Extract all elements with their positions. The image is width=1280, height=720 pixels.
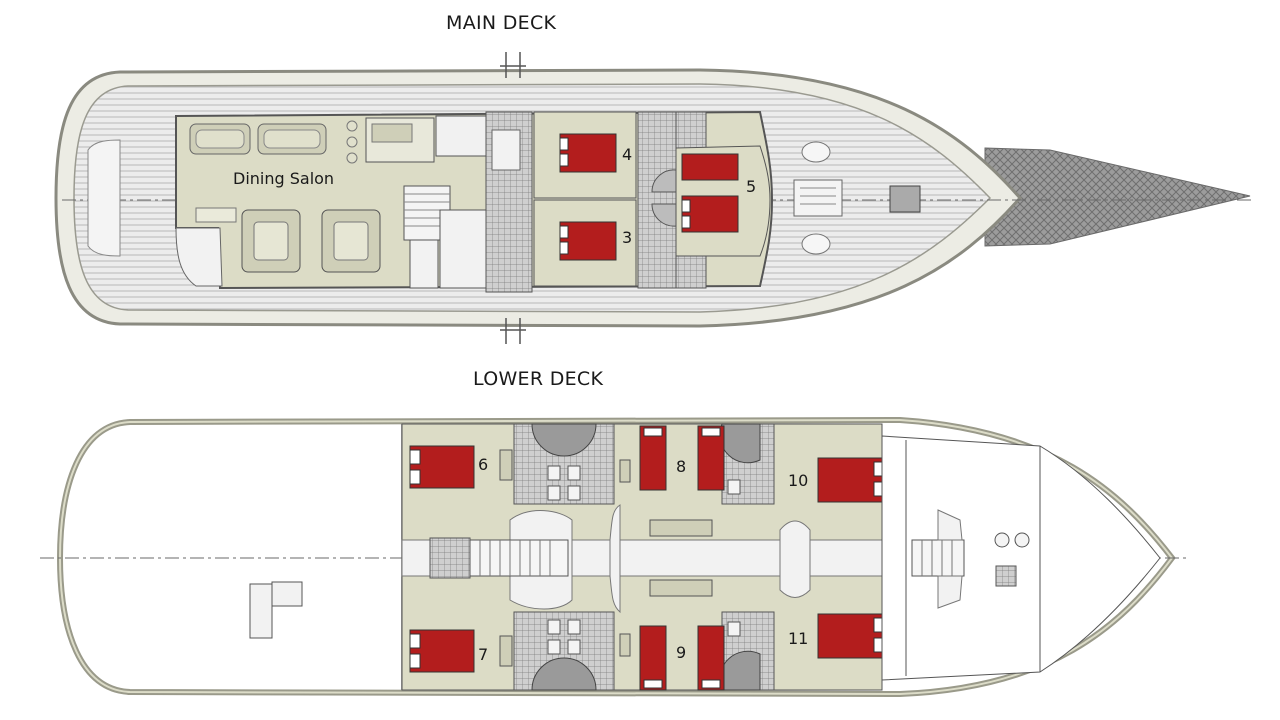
cabin-5-bed-upper: [681, 153, 739, 181]
spiral-stair-main: [175, 227, 223, 287]
cabin-label-8: 8: [676, 457, 686, 476]
cabin-4-bed: [559, 133, 617, 173]
cabin-8-bed-left: [639, 425, 667, 491]
cabin-5-bed-lower: [681, 195, 739, 233]
cabin-8-bed-right: [697, 425, 725, 491]
cabin-4-room: [533, 111, 637, 199]
cabin-label-10: 10: [788, 471, 808, 490]
crew-stair: [911, 539, 965, 577]
main-deck-plan: [54, 52, 1255, 344]
cabin-11-bed: [817, 613, 885, 659]
cabin-label-5: 5: [746, 177, 756, 196]
fore-hatch: [793, 179, 843, 217]
cabin-label-4: 4: [622, 145, 632, 164]
cabin-6-bed: [409, 445, 475, 489]
cabin-label-7: 7: [478, 645, 488, 664]
main-deck-title: MAIN DECK: [446, 12, 557, 34]
cabin-9-bed-left: [639, 625, 667, 691]
dining-salon-label: Dining Salon: [233, 169, 334, 188]
stern-bench: [87, 139, 121, 257]
cabin-10-bed: [817, 457, 885, 503]
lower-deck-plan: [40, 416, 1190, 698]
cabin-label-6: 6: [478, 455, 488, 474]
cabin-3-bed: [559, 221, 617, 261]
crew-forepeak: [881, 435, 1161, 681]
cabin-label-9: 9: [676, 643, 686, 662]
lower-stair: [469, 539, 569, 577]
bowsprit-net: [984, 147, 1251, 247]
windlass: [889, 185, 921, 213]
cabin-label-3: 3: [622, 228, 632, 247]
cabin-9-bed-right: [697, 625, 725, 691]
stern-ladder: [249, 581, 303, 639]
lower-deck-title: LOWER DECK: [473, 368, 604, 390]
cabin-label-11: 11: [788, 629, 808, 648]
cabin-7-bed: [409, 629, 475, 673]
